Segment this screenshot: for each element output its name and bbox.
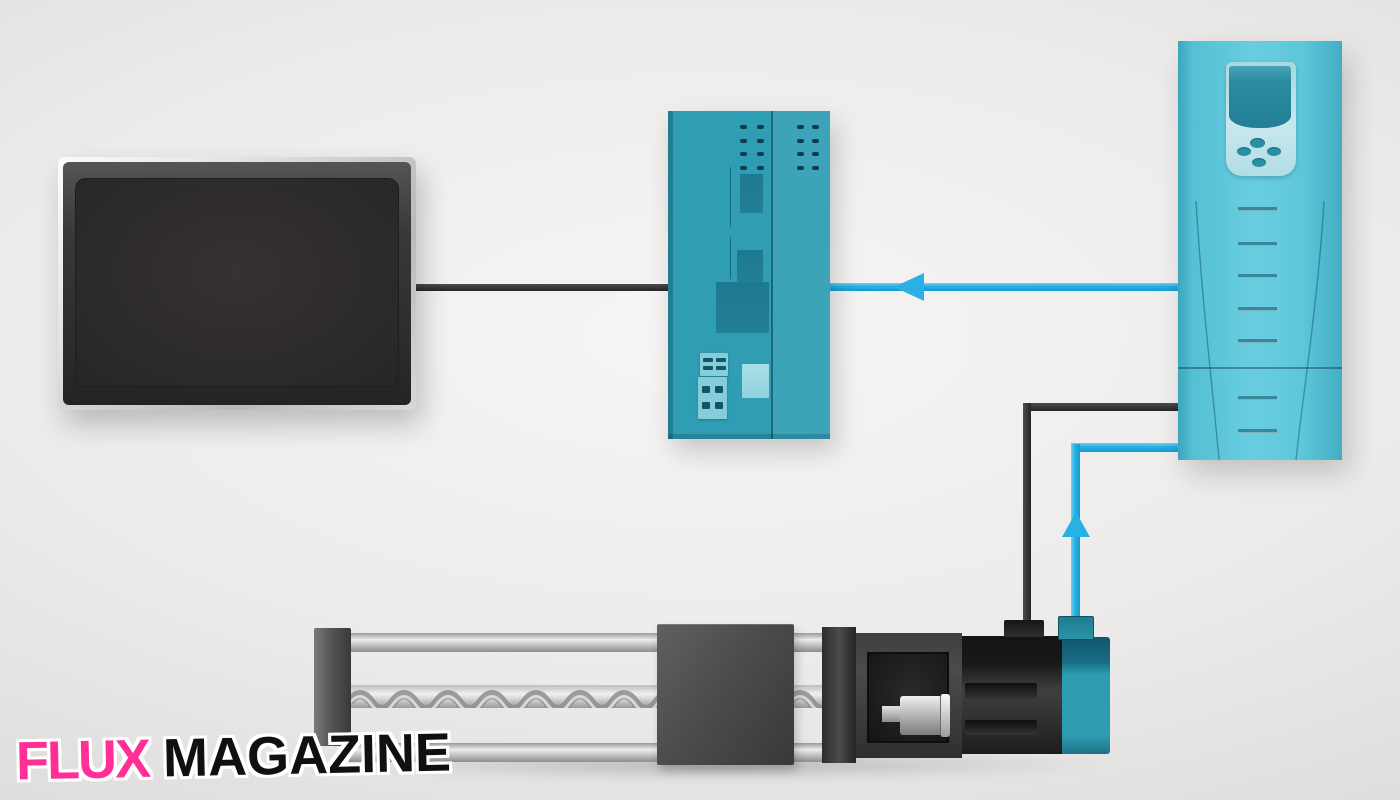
vfd-up-button-icon [1250, 138, 1265, 148]
led-icon [740, 125, 747, 129]
plc-left-edge [668, 111, 673, 439]
motor-fin-slot [965, 720, 1037, 735]
motor-fin-slot [965, 683, 1037, 699]
led-icon [797, 166, 804, 170]
logo-flux-text: FLUX [15, 728, 150, 792]
coupling-shaft [882, 706, 902, 722]
actuator-carriage [657, 624, 794, 765]
vfd-vent-slot [1238, 429, 1277, 433]
plc-controller [668, 111, 830, 439]
led-icon [812, 166, 819, 170]
arrow-up-icon [1062, 512, 1090, 537]
plc-seam [730, 167, 731, 227]
vfd-curve-left [1195, 200, 1220, 460]
vfd-vent-slot [1238, 242, 1277, 246]
plc-divider [771, 111, 773, 439]
vfd-housing-curves [1195, 200, 1325, 460]
actuator-end-block-right [822, 627, 856, 763]
plc-terminal-block [698, 377, 727, 419]
plc-port-area [716, 282, 769, 333]
plc-right-column [772, 111, 830, 439]
coupling-ring [940, 694, 950, 737]
encoder-feedback-connector [1058, 616, 1094, 640]
led-icon [812, 139, 819, 143]
led-icon [757, 125, 764, 129]
led-icon [797, 125, 804, 129]
servo-motor-body [962, 636, 1062, 754]
vfd-left-button-icon [1237, 147, 1251, 156]
motor-encoder [1062, 637, 1110, 754]
led-icon [797, 139, 804, 143]
coupling-cylinder [900, 696, 942, 735]
led-icon [812, 125, 819, 129]
coupling-window [867, 652, 950, 743]
vfd-vent-slot [1238, 307, 1277, 311]
hmi-screen [75, 178, 399, 387]
vfd-vent-slot [1238, 207, 1277, 211]
plc-slot [737, 250, 763, 282]
plc-slot [740, 174, 763, 213]
plc-seam [730, 237, 731, 279]
motor-power-connector [1004, 620, 1044, 637]
hmi-touch-panel [58, 157, 416, 410]
led-icon [740, 166, 747, 170]
vfd-to-motor-cable-horizontal [1023, 403, 1178, 411]
vfd-vent-slot [1238, 396, 1277, 400]
hmi-to-plc-cable [414, 284, 670, 291]
led-icon [757, 139, 764, 143]
led-icon [740, 152, 747, 156]
plc-label-plate [742, 364, 769, 398]
led-icon [797, 152, 804, 156]
plc-bottom-edge [668, 434, 830, 439]
led-icon [757, 152, 764, 156]
vfd-vent-slot [1238, 339, 1277, 343]
vfd-right-button-icon [1267, 147, 1281, 156]
plc-terminal-block [700, 353, 728, 376]
vfd-vent-slot [1238, 274, 1277, 278]
led-icon [812, 152, 819, 156]
led-icon [757, 166, 764, 170]
vfd-to-plc-signal-line [830, 283, 1178, 291]
logo-magazine-text: MAGAZINE [162, 722, 452, 789]
actuator-end-block-left [314, 628, 351, 746]
vfd-curve-right [1295, 200, 1325, 460]
arrow-left-icon [894, 273, 924, 301]
led-icon [740, 139, 747, 143]
vfd-down-button-icon [1252, 158, 1266, 167]
vfd-to-motor-cable-vertical [1023, 403, 1031, 621]
motor-to-vfd-signal-horizontal [1071, 443, 1178, 452]
vfd-display-screen [1229, 66, 1291, 128]
vfd-drive [1178, 41, 1342, 460]
vfd-panel-seam [1178, 367, 1342, 369]
vfd-keypad-module [1226, 62, 1296, 176]
coupling-housing [856, 633, 962, 758]
